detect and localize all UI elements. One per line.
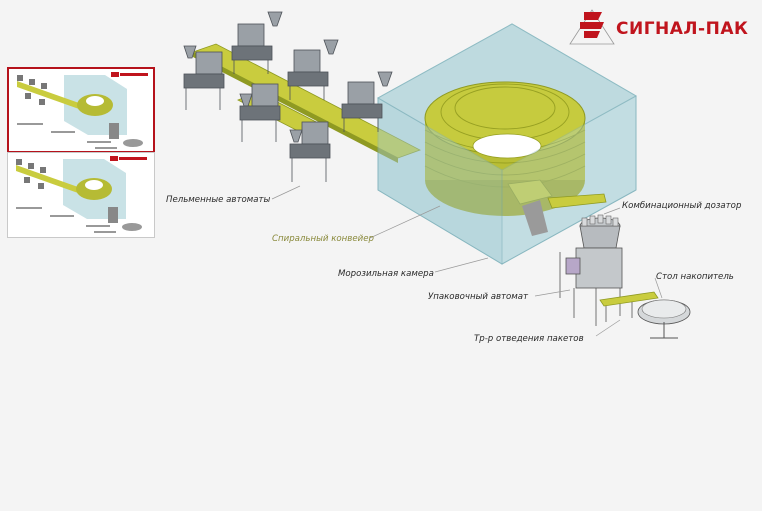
combination-dosing-unit bbox=[580, 215, 620, 248]
company-logo: СИГНАЛ-ПАК bbox=[570, 10, 748, 44]
label-packing-machine: Упаковочный автомат bbox=[428, 292, 529, 302]
logo-emblem-icon bbox=[570, 10, 614, 44]
label-combination-dosing: Комбинационный дозатор bbox=[622, 201, 742, 211]
label-spiral-conveyor: Спиральный конвейер bbox=[272, 234, 374, 244]
logo-text: СИГНАЛ-ПАК bbox=[616, 19, 748, 39]
label-bag-conveyor: Тр-р отведения пакетов bbox=[474, 334, 584, 344]
accumulation-table bbox=[638, 300, 690, 338]
label-freezing-chamber: Морозильная камера bbox=[338, 269, 434, 279]
label-dumpling-machines: Пельменные автоматы bbox=[166, 195, 270, 205]
label-accumulation-table: Стол накопитель bbox=[656, 272, 734, 282]
packing-machine bbox=[560, 248, 622, 326]
